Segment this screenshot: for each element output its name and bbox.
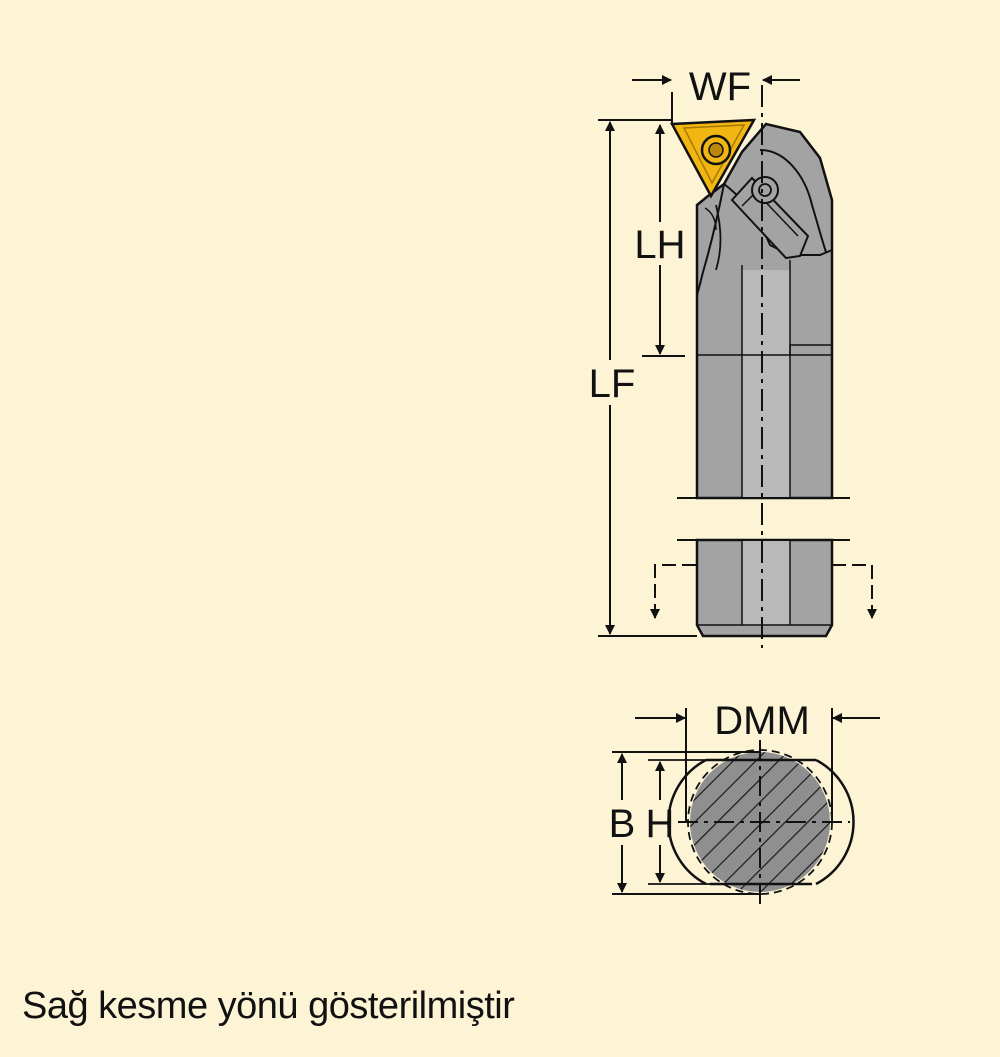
wf-dimension: WF (632, 65, 800, 125)
b-h-dimensions: B H (609, 751, 760, 895)
dmm-dimension: DMM (635, 699, 880, 822)
lf-dimension: LF (589, 119, 697, 637)
lh-label: LH (634, 223, 685, 267)
thread-insert (669, 118, 757, 199)
wf-label: WF (689, 65, 751, 109)
tool-body (677, 122, 850, 638)
h-label: H (646, 802, 675, 846)
section-arrows (650, 564, 877, 619)
cross-section (667, 740, 855, 905)
b-label: B (609, 802, 636, 846)
lf-label: LF (589, 362, 636, 406)
caption: Sağ kesme yönü gösterilmiştir (22, 985, 515, 1027)
lh-dimension: LH (634, 124, 686, 357)
dmm-label: DMM (714, 699, 810, 743)
